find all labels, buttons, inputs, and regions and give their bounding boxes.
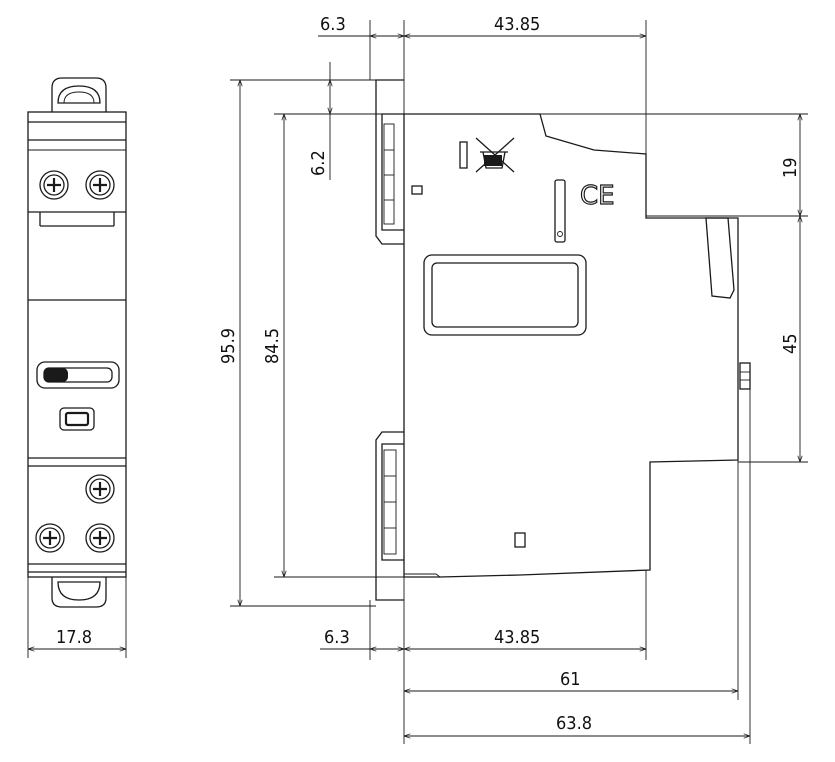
- dim-top-width-label: 43.85: [494, 14, 540, 35]
- dim-top-offset-label: 6.3: [320, 14, 346, 35]
- front-view: 17.8: [27, 77, 127, 658]
- dim-bottom-offset-label: 6.3: [324, 627, 350, 648]
- dim-total-height: 95.9: [218, 79, 376, 607]
- dim-inner-height: 84.5: [262, 113, 404, 578]
- dim-depth-61: 61: [404, 460, 739, 700]
- dim-total-height-label: 95.9: [218, 328, 239, 364]
- front-screw-top-left: [39, 170, 69, 200]
- ce-mark: CE: [554, 179, 615, 243]
- front-test-button: [59, 407, 95, 431]
- side-view: CE: [375, 79, 751, 601]
- front-top-clip: [51, 77, 107, 115]
- front-body: [27, 111, 127, 578]
- side-lever: [705, 217, 735, 299]
- dim-bottom-width-label: 43.85: [494, 627, 540, 648]
- dim-right-front-label: 45: [780, 333, 801, 354]
- dim-bottom: 6.3 43.85: [320, 570, 647, 744]
- weee-bin-icon: [459, 137, 515, 173]
- side-top-clip: [375, 79, 404, 245]
- side-small-square-top: [411, 185, 423, 195]
- front-bottom-clip: [51, 577, 107, 608]
- dim-front-width: 17.8: [27, 577, 127, 658]
- dim-inner-height-label: 84.5: [262, 328, 283, 364]
- side-label-window: [423, 254, 587, 336]
- front-screw-bottom-left: [35, 523, 65, 553]
- front-screw-top-right: [85, 170, 115, 200]
- side-housing: [403, 113, 739, 578]
- front-indicator-window: [36, 361, 120, 389]
- ce-mark-label: CE: [580, 181, 615, 211]
- side-bottom-clip: [375, 431, 404, 601]
- dim-right-top-label: 19: [780, 157, 801, 178]
- dim-depth-63-8-label: 63.8: [556, 713, 592, 734]
- dim-front-width-label: 17.8: [56, 627, 92, 648]
- front-screw-mid-right: [85, 474, 115, 504]
- dim-top: 6.3 43.85: [318, 14, 647, 154]
- dim-depth-63-8: 63.8: [404, 389, 751, 744]
- dim-depth-61-label: 61: [560, 669, 581, 690]
- dim-small-height-label: 6.2: [308, 150, 329, 176]
- side-knob: [739, 362, 751, 390]
- side-small-square-bottom: [514, 532, 526, 548]
- front-screw-bottom-right: [85, 523, 115, 553]
- dim-small-height: 6.2: [308, 62, 330, 180]
